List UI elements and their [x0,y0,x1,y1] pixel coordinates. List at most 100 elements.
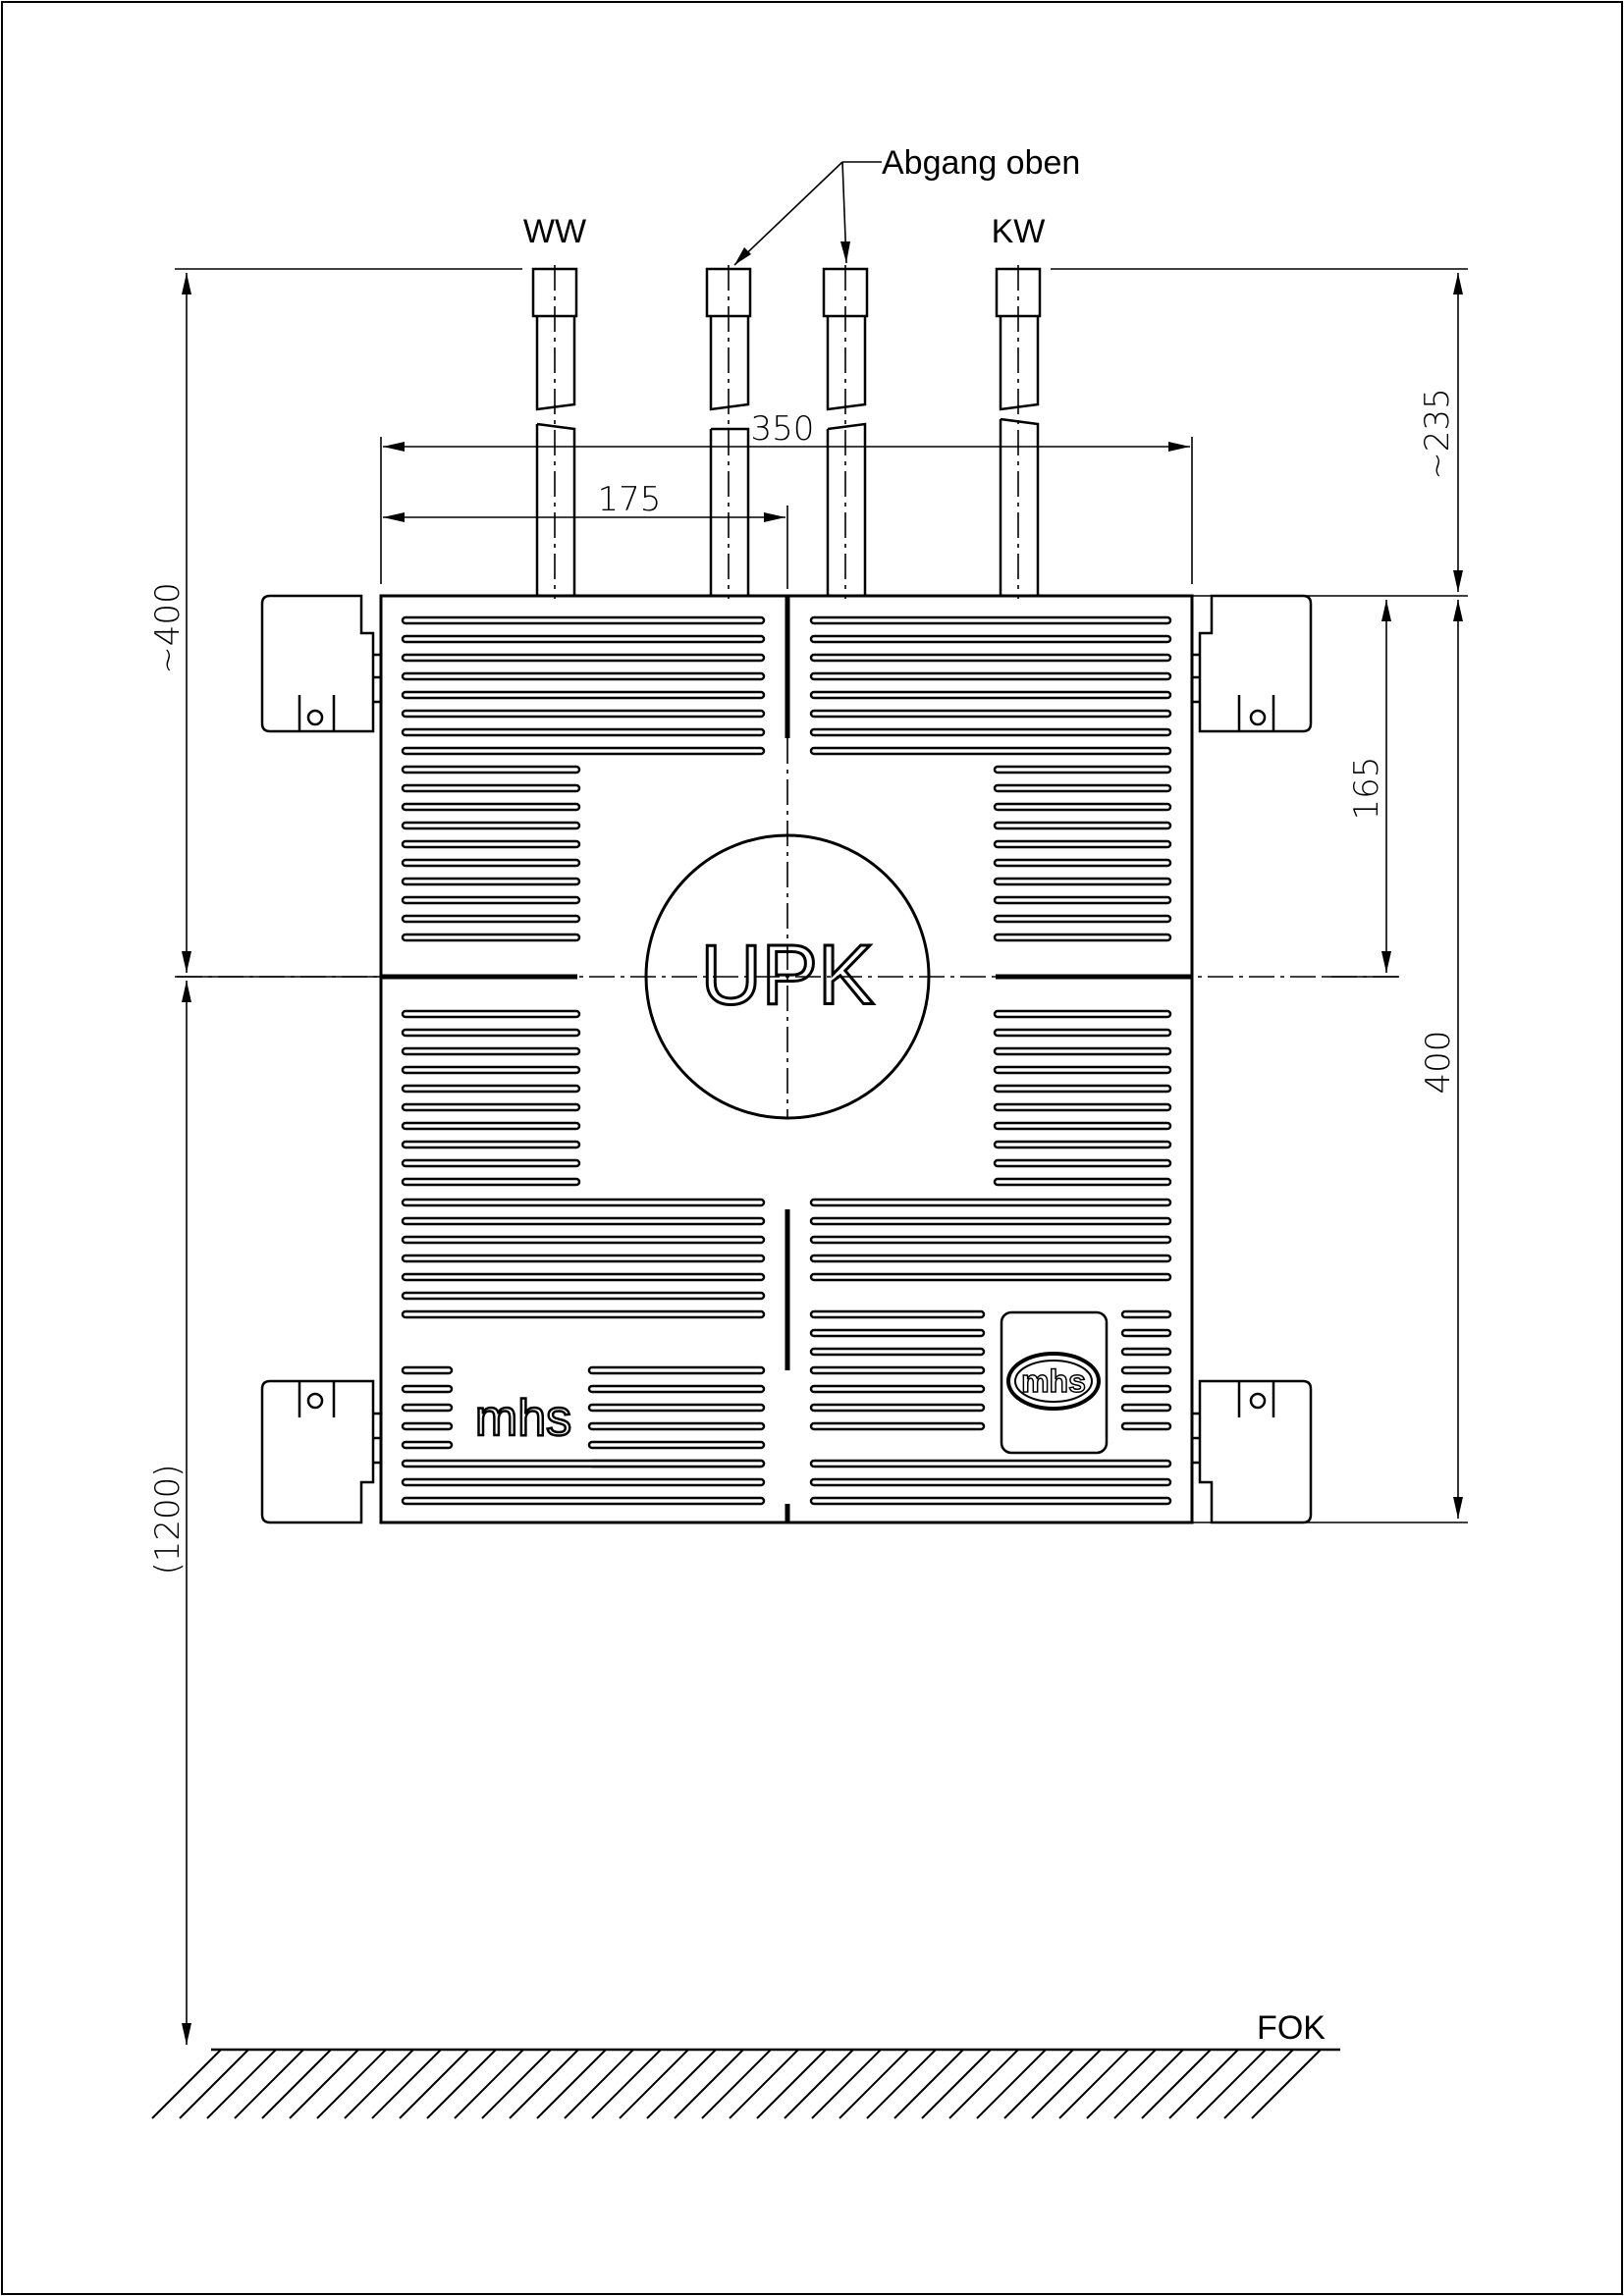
logo-mhs-right-text: mhs [1021,1363,1086,1399]
hatch-line [948,2049,1019,2119]
vent-slot [993,839,1172,849]
vent-slot [809,1235,1172,1245]
hatch-line [289,2049,359,2119]
vent-slot [401,1158,581,1168]
vent-slot [993,1065,1172,1075]
vent-slot [809,1496,1172,1506]
hatch-line [1141,2049,1212,2119]
vent-slot [401,1046,581,1056]
hatch-line [261,2049,332,2119]
hatch-line [426,2049,497,2119]
dim-1200: (1200) [148,1464,188,1575]
upk-box [379,594,1194,1524]
hatch-line [1086,2049,1157,2119]
hatch-line [1113,2049,1184,2119]
vent-slot [809,1384,986,1394]
vent-slot [1120,1403,1172,1413]
bracket-bottom-left [260,1379,381,1524]
bracket-top-right [1192,594,1313,733]
vent-slot [401,1384,454,1394]
hatch-line [179,2049,249,2119]
label-abgang-oben: Abgang oben [882,144,1080,182]
vent-slot [993,821,1172,830]
pipe-abgang-1 [705,265,752,599]
dim-350: 350 [751,409,815,449]
vent-slot [809,690,1172,700]
vent-slot [809,1365,986,1375]
hatch-line [811,2049,882,2119]
vent-slot [993,858,1172,868]
vent-slot [993,914,1172,924]
vent-slot [993,802,1172,812]
vent-slot [401,1477,766,1487]
vent-slot [993,1084,1172,1094]
hatch-line [619,2049,689,2119]
hatch-line [1003,2049,1074,2119]
vent-slot [401,1254,766,1263]
vent-slot [401,1028,581,1038]
vent-slot [1120,1328,1172,1338]
hatch-line [536,2049,607,2119]
hatch-line [316,2049,387,2119]
vent-slot [993,1102,1172,1112]
vent-slot [401,1440,454,1450]
hatch-line [893,2049,964,2119]
hatch-line [784,2049,854,2119]
vent-slot [809,634,1172,644]
hatch-line [646,2049,717,2119]
vent-slot [809,1459,1172,1468]
vent-slot [401,802,581,812]
vent-slot [401,634,766,644]
hatch-line [839,2049,909,2119]
floor-hatching [151,2048,1340,2119]
vent-slot [809,746,1172,756]
hatch-line [1058,2049,1129,2119]
vent-slot [401,671,766,681]
vent-slot [587,1421,766,1431]
vent-slot [401,1272,766,1282]
vent-slot [401,1365,454,1375]
label-kw: KW [992,213,1046,250]
vent-slot [993,1140,1172,1149]
pipes [531,265,1042,599]
vent-slot [401,1235,766,1245]
pipe-abgang-2 [822,265,869,599]
vent-slot [809,1328,986,1338]
vent-slot [1120,1421,1172,1431]
dim-165: 165 [1347,757,1386,821]
vent-slot [401,1421,454,1431]
vent-slot [587,1384,766,1394]
vent-slot [401,1121,581,1131]
vent-slot [1120,1347,1172,1357]
hatch-line [454,2049,524,2119]
hatch-line [234,2049,304,2119]
vent-slot [401,821,581,830]
vent-slot [401,1198,766,1207]
vent-slot [993,877,1172,886]
logo-mhs-left: mhs [474,1389,573,1449]
vent-slot [809,1347,986,1357]
vent-slot [401,653,766,663]
vent-slot [809,1403,986,1413]
vent-slot [993,1121,1172,1131]
vent-slot [401,1291,766,1301]
vent-slot [809,1216,1172,1226]
hatch-line [701,2049,772,2119]
vent-slot [401,1403,454,1413]
vent-slot [809,1309,986,1319]
vent-slot [809,727,1172,737]
hatch-line [1251,2049,1322,2119]
vent-slot [809,615,1172,625]
vent-slot [809,1254,1172,1263]
vent-slot [993,783,1172,793]
vent-slot [401,1084,581,1094]
hatch-line [756,2049,827,2119]
vent-slot [401,1065,581,1075]
hatch-line [674,2049,744,2119]
vent-slot [401,1496,766,1506]
mounting-brackets [260,594,1313,1524]
hatch-line [1196,2049,1267,2119]
vent-slot [401,1177,581,1187]
